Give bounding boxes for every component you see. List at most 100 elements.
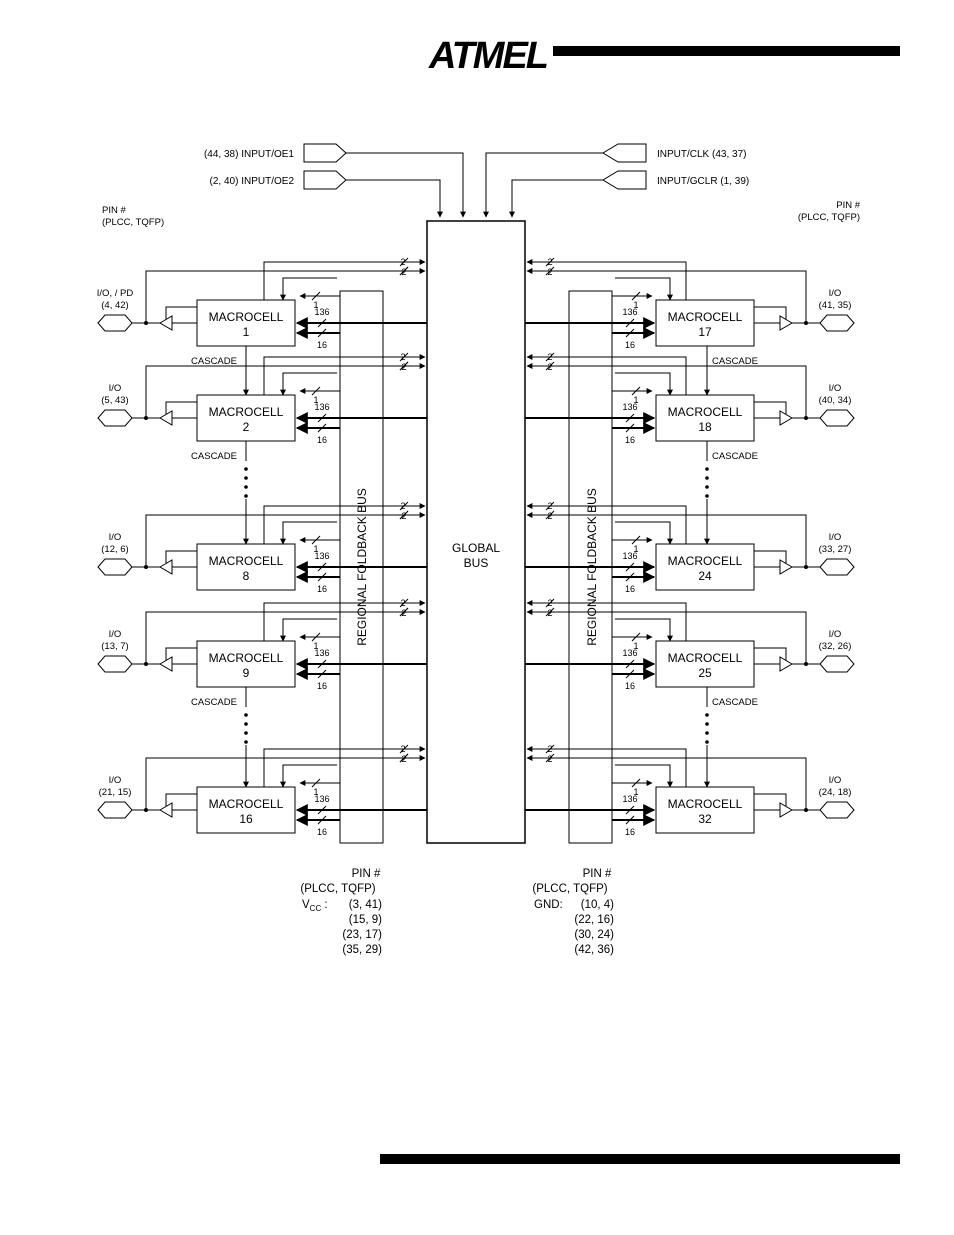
macrocell-number: 1 (243, 325, 250, 339)
power-right-line-2: (PLCC, TQFP) (532, 883, 607, 895)
io-pins-label: (41, 35) (819, 300, 852, 311)
bus-width-label: 1 (313, 300, 318, 310)
macrocell-24 (655, 543, 755, 591)
macrocell-25 (655, 640, 755, 688)
bus-width-label: 2 (401, 362, 406, 372)
vcc-pin-4: (35, 29) (342, 944, 382, 956)
input-clk-label: INPUT/CLK (43, 37) (657, 149, 746, 160)
bus-width-label: 1 (313, 395, 318, 405)
bus-width-label: 2 (547, 362, 552, 372)
io-pin (819, 558, 855, 576)
macrocell-title: MACROCELL (668, 405, 743, 419)
io-label: I/O (829, 775, 842, 786)
continuation-dot (705, 467, 709, 471)
bus-width-label: 16 (317, 435, 327, 445)
bus-width-label: 2 (401, 267, 406, 277)
macrocell-title: MACROCELL (668, 554, 743, 568)
io-label: I/O (109, 775, 122, 786)
bus-width-label: 1 (633, 300, 638, 310)
io-pins-label: (24, 18) (819, 787, 852, 798)
continuation-dot (705, 485, 709, 489)
continuation-dot (244, 740, 248, 744)
atmel-logo: ATMEL (428, 30, 549, 77)
bus-width-label: 16 (625, 340, 635, 350)
vcc-pin-1: (3, 41) (349, 899, 382, 911)
bus-width-label: 16 (625, 584, 635, 594)
bus-width-label: 1 (633, 544, 638, 554)
macrocell-number: 2 (243, 420, 250, 434)
macrocell-title: MACROCELL (209, 651, 284, 665)
pin-header-left-1: PIN # (102, 205, 126, 216)
continuation-dot (244, 476, 248, 480)
bus-width-label: 136 (314, 402, 329, 412)
pin-header-left-2: (PLCC, TQFP) (102, 217, 164, 228)
bus-width-label: 1 (633, 395, 638, 405)
io-label: I/O (829, 532, 842, 543)
macrocell-16 (196, 786, 296, 834)
vcc-pin-2: (15, 9) (349, 914, 382, 926)
bus-width-label: 2 (401, 608, 406, 618)
io-pin (819, 409, 855, 427)
bus-width-label: 136 (314, 551, 329, 561)
bus-width-label: 16 (625, 681, 635, 691)
macrocell-number: 24 (698, 569, 712, 583)
macrocell-9 (196, 640, 296, 688)
gnd-label: GND: (534, 899, 563, 911)
macrocell-title: MACROCELL (209, 554, 284, 568)
io-pin (97, 314, 133, 332)
io-pin (819, 314, 855, 332)
power-left-line-1: PIN # (352, 868, 381, 880)
io-label: I/O (829, 629, 842, 640)
bus-width-label: 2 (547, 267, 552, 277)
io-pins-label: (4, 42) (101, 300, 128, 311)
bus-width-label: 136 (622, 307, 637, 317)
continuation-dot (244, 467, 248, 471)
bus-width-label: 136 (314, 307, 329, 317)
macrocell-8 (196, 543, 296, 591)
macrocell-title: MACROCELL (668, 651, 743, 665)
input-clk-pin (602, 143, 647, 163)
io-label: I/O (109, 532, 122, 543)
input-gclr-pin (602, 170, 647, 190)
gnd-pin-3: (30, 24) (574, 929, 614, 941)
power-right-line-1: PIN # (583, 868, 612, 880)
bus-width-label: 16 (625, 827, 635, 837)
continuation-dot (705, 476, 709, 480)
continuation-dot (244, 722, 248, 726)
io-pins-label: (12, 6) (101, 544, 128, 555)
bus-width-label: 2 (547, 511, 552, 521)
bus-width-label: 16 (317, 584, 327, 594)
vcc-pin-3: (23, 17) (342, 929, 382, 941)
vcc-label: VCC : (302, 899, 328, 913)
macrocell-number: 16 (239, 812, 253, 826)
bus-width-label: 136 (314, 648, 329, 658)
input-gclr-label: INPUT/GCLR (1, 39) (657, 176, 749, 187)
macrocell-number: 18 (698, 420, 712, 434)
macrocell-number: 32 (698, 812, 712, 826)
macrocell-title: MACROCELL (209, 797, 284, 811)
macrocell-18 (655, 394, 755, 442)
continuation-dot (705, 731, 709, 735)
continuation-dot (244, 713, 248, 717)
continuation-dot (244, 731, 248, 735)
io-pins-label: (33, 27) (819, 544, 852, 555)
macrocell-32 (655, 786, 755, 834)
io-label: I/O, / PD (97, 288, 134, 299)
logo-text: ATMEL (428, 35, 547, 77)
input-pins (303, 143, 647, 190)
macrocell-number: 9 (243, 666, 250, 680)
bus-width-label: 2 (401, 754, 406, 764)
cascade-label: CASCADE (712, 356, 758, 367)
global-bus-label-1: GLOBAL (452, 541, 500, 555)
header-rule (553, 46, 900, 56)
bus-width-label: 2 (547, 608, 552, 618)
macrocell-title: MACROCELL (668, 310, 743, 324)
